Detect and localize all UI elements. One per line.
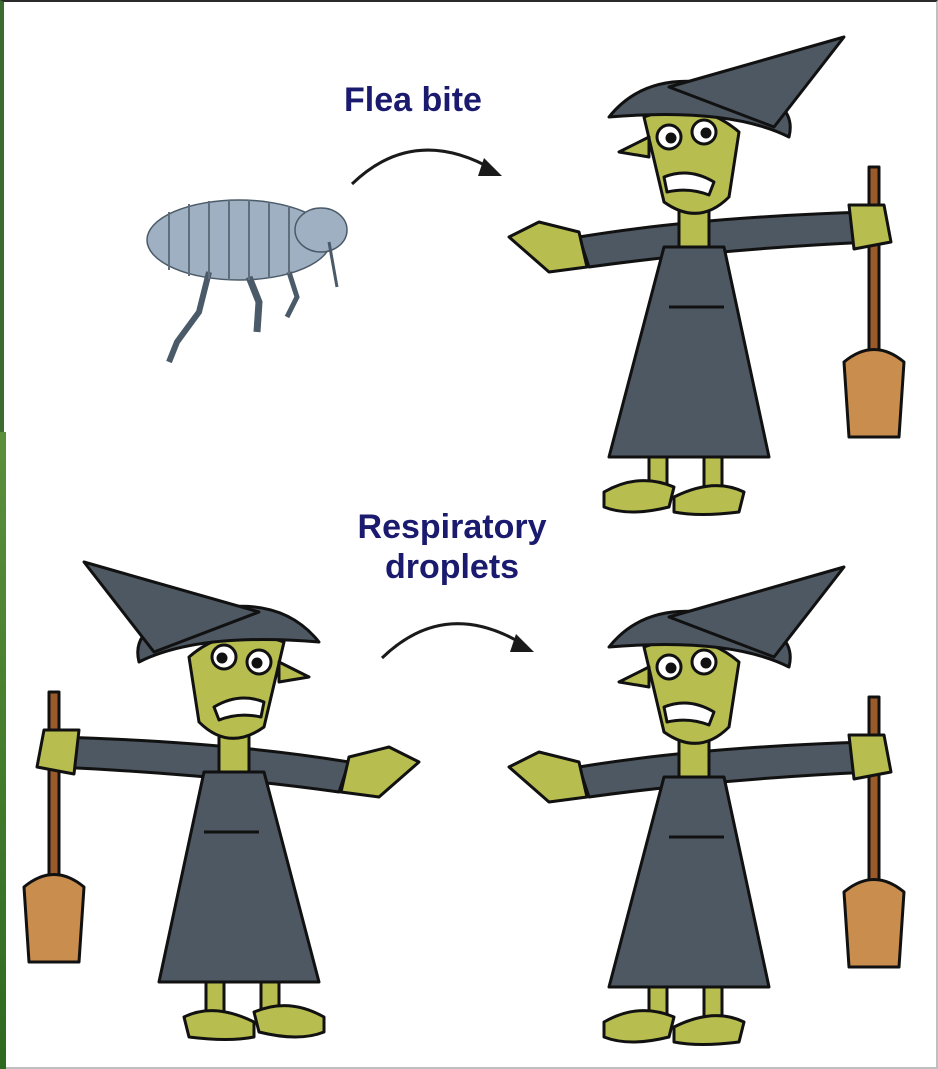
flea-bite-label: Flea bite — [344, 80, 482, 120]
left-green-border — [0, 432, 6, 1069]
witch-top-right-icon — [499, 27, 904, 522]
witch-bottom-left-icon — [24, 552, 429, 1052]
flea-icon — [139, 192, 359, 367]
witch-bottom-right-icon — [499, 557, 904, 1057]
flea-to-witch-arrow-icon — [344, 132, 514, 192]
